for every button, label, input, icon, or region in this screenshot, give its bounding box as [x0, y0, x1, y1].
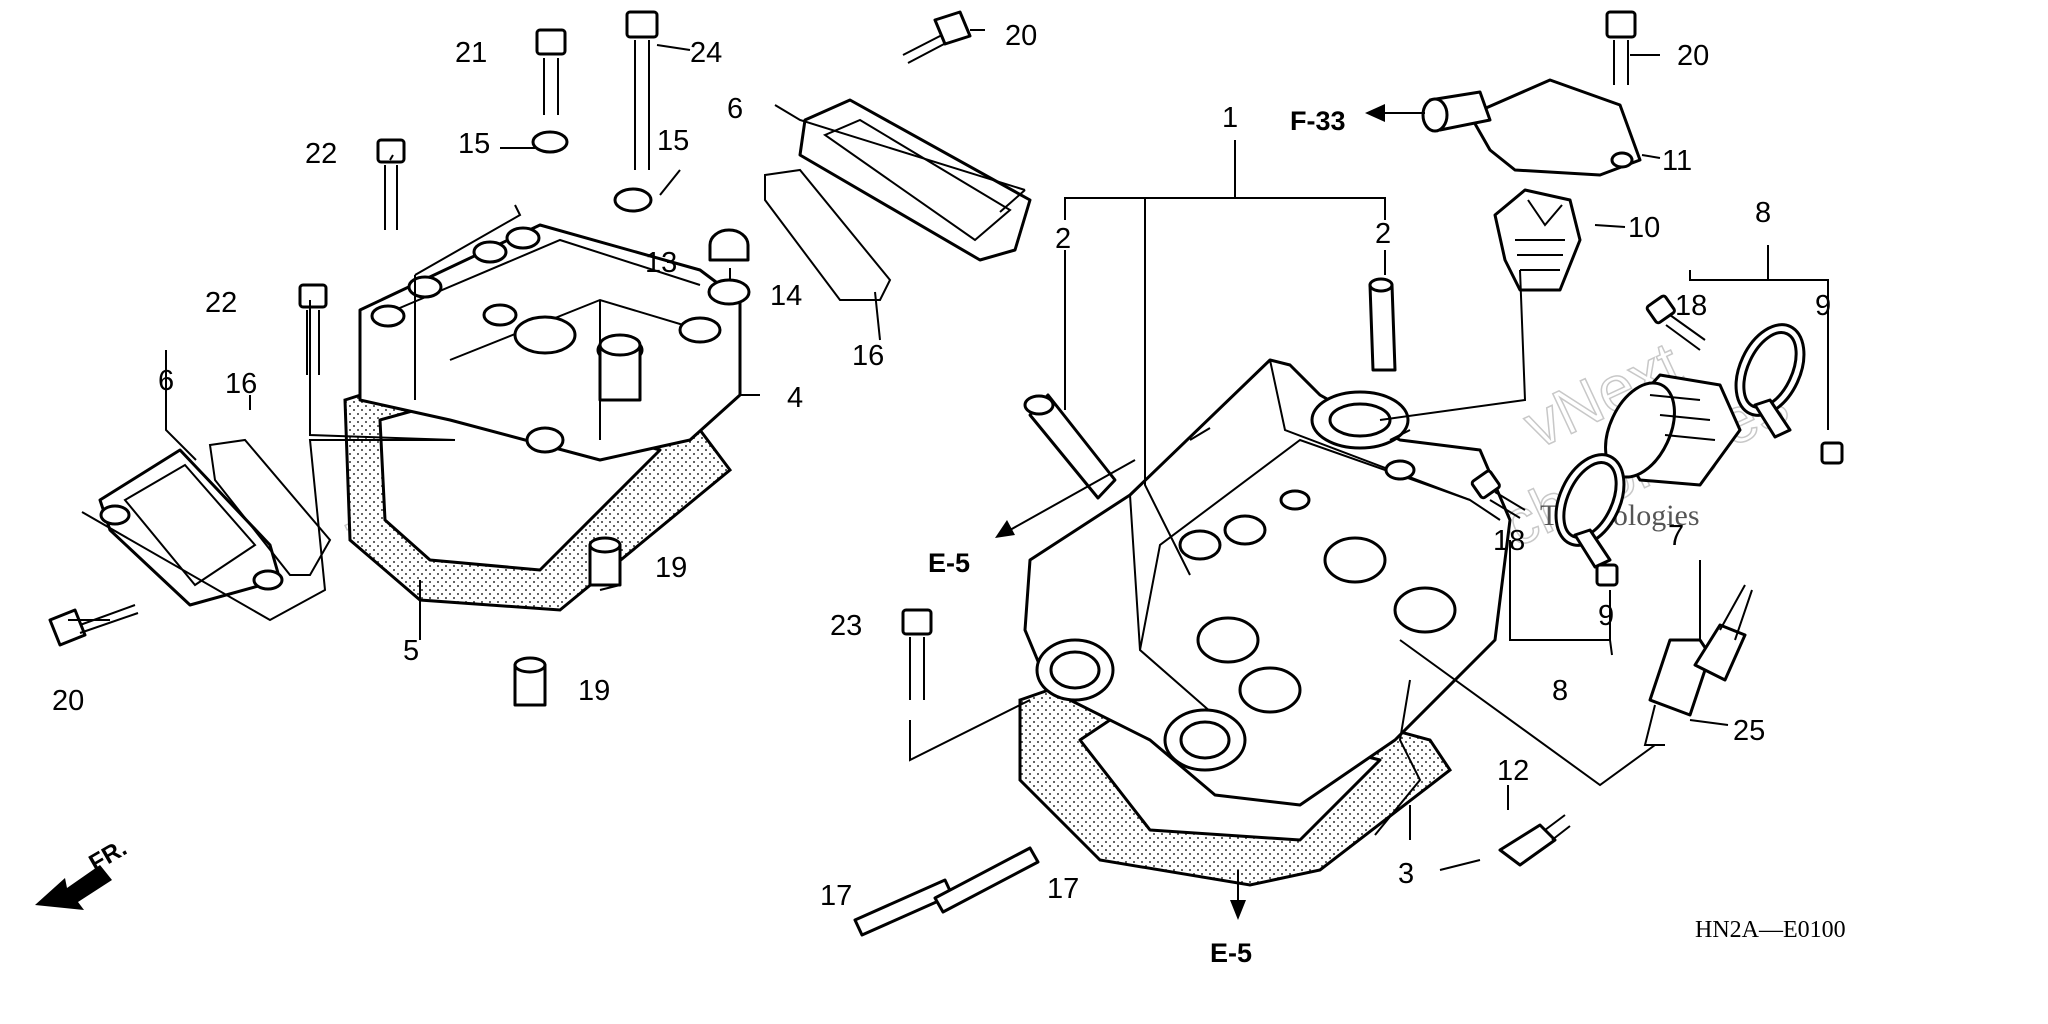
thermostat	[1493, 188, 1582, 292]
callout-12: 12	[1497, 755, 1529, 787]
callout-13: 13	[645, 247, 677, 279]
breather-cover-upper	[798, 98, 1032, 262]
front-direction-arrow	[35, 865, 112, 910]
nut-9-lower	[1595, 563, 1619, 587]
callout-25: 25	[1733, 715, 1765, 747]
callout-14: 14	[770, 280, 802, 312]
callout-6-upper: 6	[727, 93, 743, 125]
bolt-20-right	[1605, 10, 1637, 85]
callout-21: 21	[455, 37, 487, 69]
reference-f33: F-33	[1290, 106, 1346, 136]
valve-guide-right	[1368, 277, 1397, 372]
hose-clamp-upper	[1734, 323, 1806, 439]
hose-clamp-lower	[1554, 453, 1626, 569]
spark-plug	[1643, 584, 1753, 746]
reference-e5-left: E-5	[928, 548, 970, 578]
cap-nut-13	[708, 228, 750, 262]
dowel-19-lower	[513, 656, 547, 707]
callout-19-lower: 19	[578, 675, 610, 707]
callout-22-lower: 22	[205, 287, 237, 319]
water-joint	[1604, 373, 1742, 487]
callout-3: 3	[1398, 858, 1414, 890]
valve-guide-left	[1023, 393, 1117, 500]
bolt-18-lower	[1470, 469, 1526, 519]
temperature-sensor	[1498, 814, 1571, 867]
bolt-21	[535, 28, 567, 115]
washer-15-lower	[613, 187, 653, 213]
callout-19-upper: 19	[655, 552, 687, 584]
callout-15-upper: 15	[458, 128, 490, 160]
callout-4: 4	[787, 382, 803, 414]
arrow-e5-bottom	[1230, 870, 1246, 920]
callout-7: 7	[1668, 520, 1684, 552]
callout-6-left: 6	[158, 365, 174, 397]
callout-10: 10	[1628, 212, 1660, 244]
dowel-19-upper	[588, 536, 622, 587]
callout-18-lower: 18	[1493, 525, 1525, 557]
callout-1: 1	[1222, 102, 1238, 134]
callout-16-left: 16	[225, 368, 257, 400]
diagram-code: HN2A—E0100	[1695, 917, 1846, 943]
callout-8-upper: 8	[1755, 197, 1771, 229]
front-label: FR.	[85, 834, 132, 877]
callout-5: 5	[403, 635, 419, 667]
callout-23: 23	[830, 610, 862, 642]
bolt-23	[901, 608, 933, 700]
leaders-left	[68, 29, 1026, 640]
callout-20-right: 20	[1677, 40, 1709, 72]
callout-15-lower: 15	[657, 125, 689, 157]
bolt-22-lower	[298, 283, 328, 375]
bolt-20-left	[48, 604, 139, 647]
washer-15-upper	[531, 130, 569, 154]
bolt-24	[625, 10, 659, 170]
callout-8-lower: 8	[1552, 675, 1568, 707]
breather-gasket-upper	[764, 168, 892, 301]
callout-22-upper: 22	[305, 138, 337, 170]
callout-2-right: 2	[1375, 218, 1391, 250]
callout-20-left: 20	[52, 685, 84, 717]
callout-9-lower: 9	[1598, 600, 1614, 632]
leaders-right	[909, 54, 1829, 871]
callout-18-upper: 18	[1675, 290, 1707, 322]
callout-9-upper: 9	[1815, 290, 1831, 322]
callout-11: 11	[1662, 145, 1692, 177]
bolt-20-upper	[902, 10, 972, 64]
arrow-e5-left	[995, 459, 1136, 538]
breather-gasket-left	[208, 438, 332, 576]
callout-2-left: 2	[1055, 223, 1071, 255]
bolt-22-upper	[376, 138, 406, 230]
stud-17-left	[853, 878, 954, 937]
callout-20-upper: 20	[1005, 20, 1037, 52]
nut-9-upper	[1820, 441, 1844, 465]
bolt-18-upper	[1645, 294, 1706, 351]
callout-24: 24	[690, 37, 722, 69]
stud-17-right	[933, 846, 1040, 914]
washer-14	[707, 278, 751, 306]
callout-16-upper: 16	[852, 340, 884, 372]
callout-17-right: 17	[1047, 873, 1079, 905]
reference-e5-bottom: E-5	[1210, 938, 1252, 968]
callout-17-left: 17	[820, 880, 852, 912]
arrow-f33	[1365, 104, 1425, 122]
